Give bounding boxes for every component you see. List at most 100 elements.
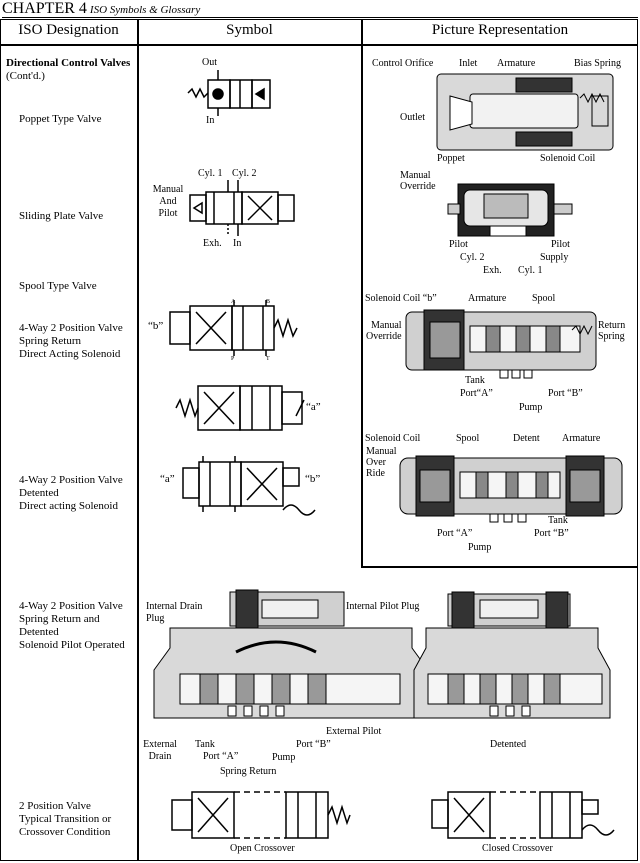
pic-external-drain: External Drain — [140, 739, 180, 763]
picture-box-bottom — [361, 566, 638, 568]
label-line: Ride — [366, 468, 385, 479]
section-contd: (Cont'd.) — [6, 70, 45, 82]
label-line: Manual — [371, 320, 402, 331]
label-line: Internal Drain — [146, 601, 203, 612]
iso-line: 4-Way 2 Position Valve — [19, 600, 123, 612]
closed-crossover-label: Closed Crossover — [482, 843, 553, 854]
iso-line: 2 Position Valve — [19, 800, 91, 812]
label-line: Manual — [400, 170, 431, 181]
label-line: Manual — [152, 184, 184, 195]
pic-det-tank: Tank — [548, 515, 568, 526]
port-a-letter: A — [231, 299, 236, 305]
label-line: Plug — [146, 613, 165, 624]
pic-solenoid-coil: Solenoid Coil — [540, 153, 596, 164]
iso-poppet: Poppet Type Valve — [19, 113, 102, 125]
pic-pilot-port-b: Port “B” — [296, 739, 331, 750]
iso-line: Spring Return — [19, 335, 82, 347]
poppet-in-label: In — [206, 115, 215, 126]
pic-spool-return-spring: Return Spring — [598, 320, 625, 342]
section-title: Directional Control Valves — [6, 57, 131, 69]
label-line: External — [143, 739, 177, 750]
col-picture-representation: Picture Representation — [431, 22, 569, 38]
iso-line: 4-Way 2 Position Valve — [19, 322, 123, 334]
iso-line: Detented — [19, 626, 59, 638]
header-rule — [2, 17, 638, 18]
iso-spool: Spool Type Valve — [19, 280, 97, 292]
pic-pilot-port-a: Port “A” — [203, 751, 239, 762]
pic-det-detent: Detent — [513, 433, 540, 444]
label-line: Manual — [366, 446, 397, 457]
pic-external-pilot: External Pilot — [326, 726, 382, 737]
iso-line: Solenoid Pilot Operated — [19, 639, 125, 651]
pic-det-pump: Pump — [468, 542, 492, 553]
pic-inlet: Inlet — [459, 58, 478, 69]
label-line: Override — [366, 331, 402, 342]
pic-det-solenoid-coil: Solenoid Coil — [365, 433, 421, 444]
iso-line: Spring Return and — [19, 613, 100, 625]
iso-line: Typical Transition or — [19, 813, 112, 825]
pic-spool-port-a: Port“A” — [460, 388, 493, 399]
label-line: And — [159, 196, 177, 207]
pic-spool-solenoid-b: Solenoid Coil “b” — [365, 293, 437, 304]
pic-sliding-supply: Supply — [540, 252, 569, 263]
pic-det-port-b: Port “B” — [534, 528, 569, 539]
pic-sliding-pilot-right: Pilot — [551, 239, 570, 250]
pic-spool-armature: Armature — [468, 293, 507, 304]
pic-spool-spool: Spool — [532, 293, 556, 304]
chapter-title: CHAPTER 4 — [2, 0, 87, 17]
col-iso-designation: ISO Designation — [18, 22, 119, 38]
pic-armature: Armature — [497, 58, 536, 69]
col-symbol: Symbol — [226, 22, 273, 38]
label-line: Pilot — [158, 208, 178, 219]
pic-manual-override: Manual Override — [400, 170, 436, 192]
iso-4way-spring: 4-Way 2 Position Valve Spring Return Dir… — [19, 322, 123, 361]
header-row-divider — [0, 44, 638, 46]
col-divider-1 — [137, 19, 139, 861]
pic-outlet: Outlet — [400, 112, 425, 123]
port-b-letter: B — [266, 299, 271, 305]
label-line: Drain — [148, 751, 172, 762]
pic-sliding-cyl2: Cyl. 2 — [460, 252, 485, 263]
pic-pilot-tank: Tank — [195, 739, 215, 750]
port-p-letter: P — [231, 356, 235, 362]
pic-sliding-cyl1: Cyl. 1 — [518, 265, 543, 276]
sliding-cyl1-label: Cyl. 1 — [198, 168, 223, 179]
detented-b-quote: “b” — [305, 473, 321, 485]
spool-a-quote: “a” — [306, 401, 321, 413]
pic-spool-port-b: Port “B” — [548, 388, 583, 399]
col-divider-2 — [361, 19, 363, 567]
sliding-exh-label: Exh. — [203, 238, 222, 249]
pic-det-armature: Armature — [562, 433, 601, 444]
open-crossover-label: Open Crossover — [230, 843, 295, 854]
pic-spool-tank: Tank — [465, 375, 485, 386]
label-line: Return — [598, 320, 626, 331]
table-frame — [0, 19, 638, 861]
pic-bias-spring: Bias Spring — [574, 58, 621, 69]
chapter-subtitle: ISO Symbols & Glossary — [89, 4, 201, 16]
pic-det-manual-over-ride: Manual Over Ride — [366, 446, 397, 479]
iso-line: Direct Acting Solenoid — [19, 348, 121, 360]
pic-sliding-pilot-left: Pilot — [449, 239, 468, 250]
iso-4way-pilot: 4-Way 2 Position Valve Spring Return and… — [19, 600, 125, 652]
label-line: Spring — [598, 331, 625, 342]
pic-spool-manual-override: Manual Override — [366, 320, 402, 342]
spool-b-quote: “b” — [148, 320, 164, 332]
pic-internal-drain-plug: Internal Drain Plug — [146, 601, 202, 625]
label-line: Over — [366, 457, 386, 468]
detented-a-quote: “a” — [160, 473, 175, 485]
sliding-cyl2-label: Cyl. 2 — [232, 168, 257, 179]
pic-det-port-a: Port “A” — [437, 528, 473, 539]
pic-control-orifice: Control Orifice — [372, 58, 434, 69]
iso-line: 4-Way 2 Position Valve — [19, 474, 123, 486]
pic-pilot-pump: Pump — [272, 752, 296, 763]
pic-sliding-exh: Exh. — [483, 265, 502, 276]
iso-line: Crossover Condition — [19, 826, 111, 838]
pic-internal-pilot-plug: Internal Pilot Plug — [346, 601, 420, 612]
pic-spool-pump: Pump — [519, 402, 543, 413]
iso-line: Detented — [19, 487, 59, 499]
pic-detented-label: Detented — [490, 739, 527, 750]
sliding-manual-pilot-label: Manual And Pilot — [148, 184, 188, 220]
pic-spring-return: Spring Return — [220, 766, 277, 777]
port-t-letter: T — [266, 356, 270, 362]
